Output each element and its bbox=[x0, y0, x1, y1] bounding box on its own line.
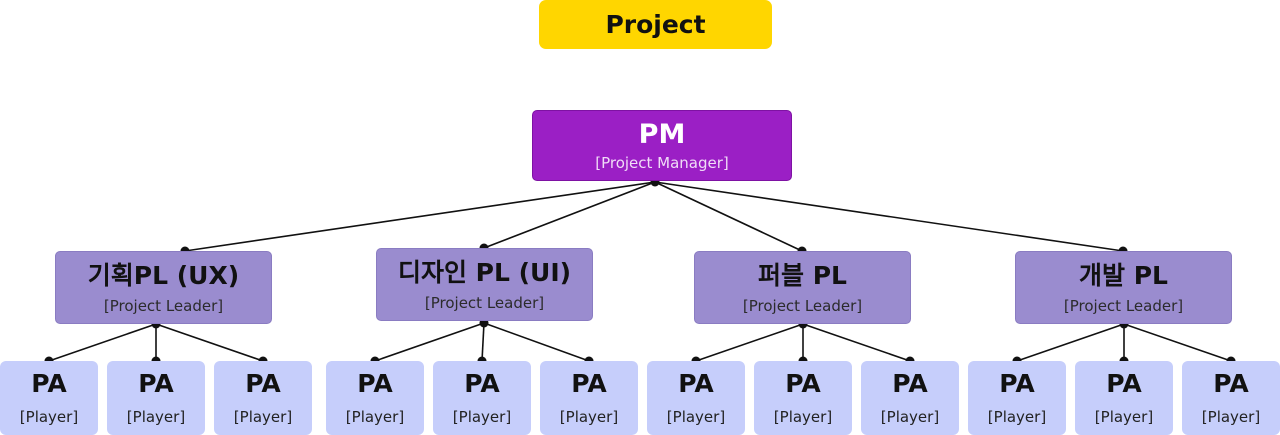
player-node: PA [Player] bbox=[1075, 361, 1173, 435]
pm-title: PM bbox=[638, 118, 686, 150]
player-node: PA [Player] bbox=[861, 361, 959, 435]
leader-node-development: 개발 PL [Project Leader] bbox=[1015, 251, 1232, 324]
player-title: PA bbox=[678, 369, 714, 399]
leader-subtitle: [Project Leader] bbox=[424, 293, 545, 312]
player-title: PA bbox=[245, 369, 281, 399]
project-title: Project bbox=[539, 0, 772, 49]
pm-node: PM [Project Manager] bbox=[532, 110, 792, 181]
player-subtitle: [Player] bbox=[452, 407, 512, 426]
connector-line bbox=[48, 323, 157, 362]
connector-line bbox=[483, 322, 590, 362]
connector-line bbox=[155, 323, 264, 362]
player-node: PA [Player] bbox=[0, 361, 98, 435]
pm-subtitle: [Project Manager] bbox=[595, 154, 729, 173]
player-subtitle: [Player] bbox=[126, 407, 186, 426]
connector-line bbox=[374, 322, 485, 362]
leader-title: 기획PL (UX) bbox=[87, 260, 240, 290]
leader-node-planning: 기획PL (UX) [Project Leader] bbox=[55, 251, 272, 324]
player-node: PA [Player] bbox=[1182, 361, 1280, 435]
leader-subtitle: [Project Leader] bbox=[1063, 296, 1184, 315]
leader-title: 디자인 PL (UI) bbox=[397, 257, 572, 287]
connector-line bbox=[1016, 323, 1125, 362]
player-node: PA [Player] bbox=[540, 361, 638, 435]
player-subtitle: [Player] bbox=[19, 407, 79, 426]
connector-line bbox=[483, 181, 656, 249]
player-title: PA bbox=[999, 369, 1035, 399]
leader-subtitle: [Project Leader] bbox=[742, 296, 863, 315]
player-node: PA [Player] bbox=[754, 361, 852, 435]
player-title: PA bbox=[464, 369, 500, 399]
leader-title: 퍼블 PL bbox=[758, 260, 847, 290]
player-node: PA [Player] bbox=[214, 361, 312, 435]
player-node: PA [Player] bbox=[326, 361, 424, 435]
player-subtitle: [Player] bbox=[233, 407, 293, 426]
connector-line bbox=[184, 181, 656, 252]
player-title: PA bbox=[571, 369, 607, 399]
project-title-label: Project bbox=[605, 10, 706, 39]
player-subtitle: [Player] bbox=[1094, 407, 1154, 426]
connector-line bbox=[481, 322, 485, 362]
leader-node-publishing: 퍼블 PL [Project Leader] bbox=[694, 251, 911, 324]
player-node: PA [Player] bbox=[433, 361, 531, 435]
leader-node-design: 디자인 PL (UI) [Project Leader] bbox=[376, 248, 593, 321]
player-title: PA bbox=[1106, 369, 1142, 399]
connector-line bbox=[695, 323, 804, 362]
player-subtitle: [Player] bbox=[559, 407, 619, 426]
player-subtitle: [Player] bbox=[666, 407, 726, 426]
player-title: PA bbox=[31, 369, 67, 399]
player-title: PA bbox=[785, 369, 821, 399]
connector-line bbox=[802, 323, 911, 362]
connector-line bbox=[654, 181, 1124, 252]
player-node: PA [Player] bbox=[107, 361, 205, 435]
player-title: PA bbox=[1213, 369, 1249, 399]
player-node: PA [Player] bbox=[968, 361, 1066, 435]
player-node: PA [Player] bbox=[647, 361, 745, 435]
player-title: PA bbox=[892, 369, 928, 399]
player-subtitle: [Player] bbox=[880, 407, 940, 426]
leader-subtitle: [Project Leader] bbox=[103, 296, 224, 315]
leader-title: 개발 PL bbox=[1079, 260, 1168, 290]
player-subtitle: [Player] bbox=[773, 407, 833, 426]
player-subtitle: [Player] bbox=[987, 407, 1047, 426]
connector-line bbox=[654, 181, 803, 252]
player-subtitle: [Player] bbox=[345, 407, 405, 426]
connector-line bbox=[1123, 323, 1232, 362]
player-title: PA bbox=[357, 369, 393, 399]
player-title: PA bbox=[138, 369, 174, 399]
player-subtitle: [Player] bbox=[1201, 407, 1261, 426]
